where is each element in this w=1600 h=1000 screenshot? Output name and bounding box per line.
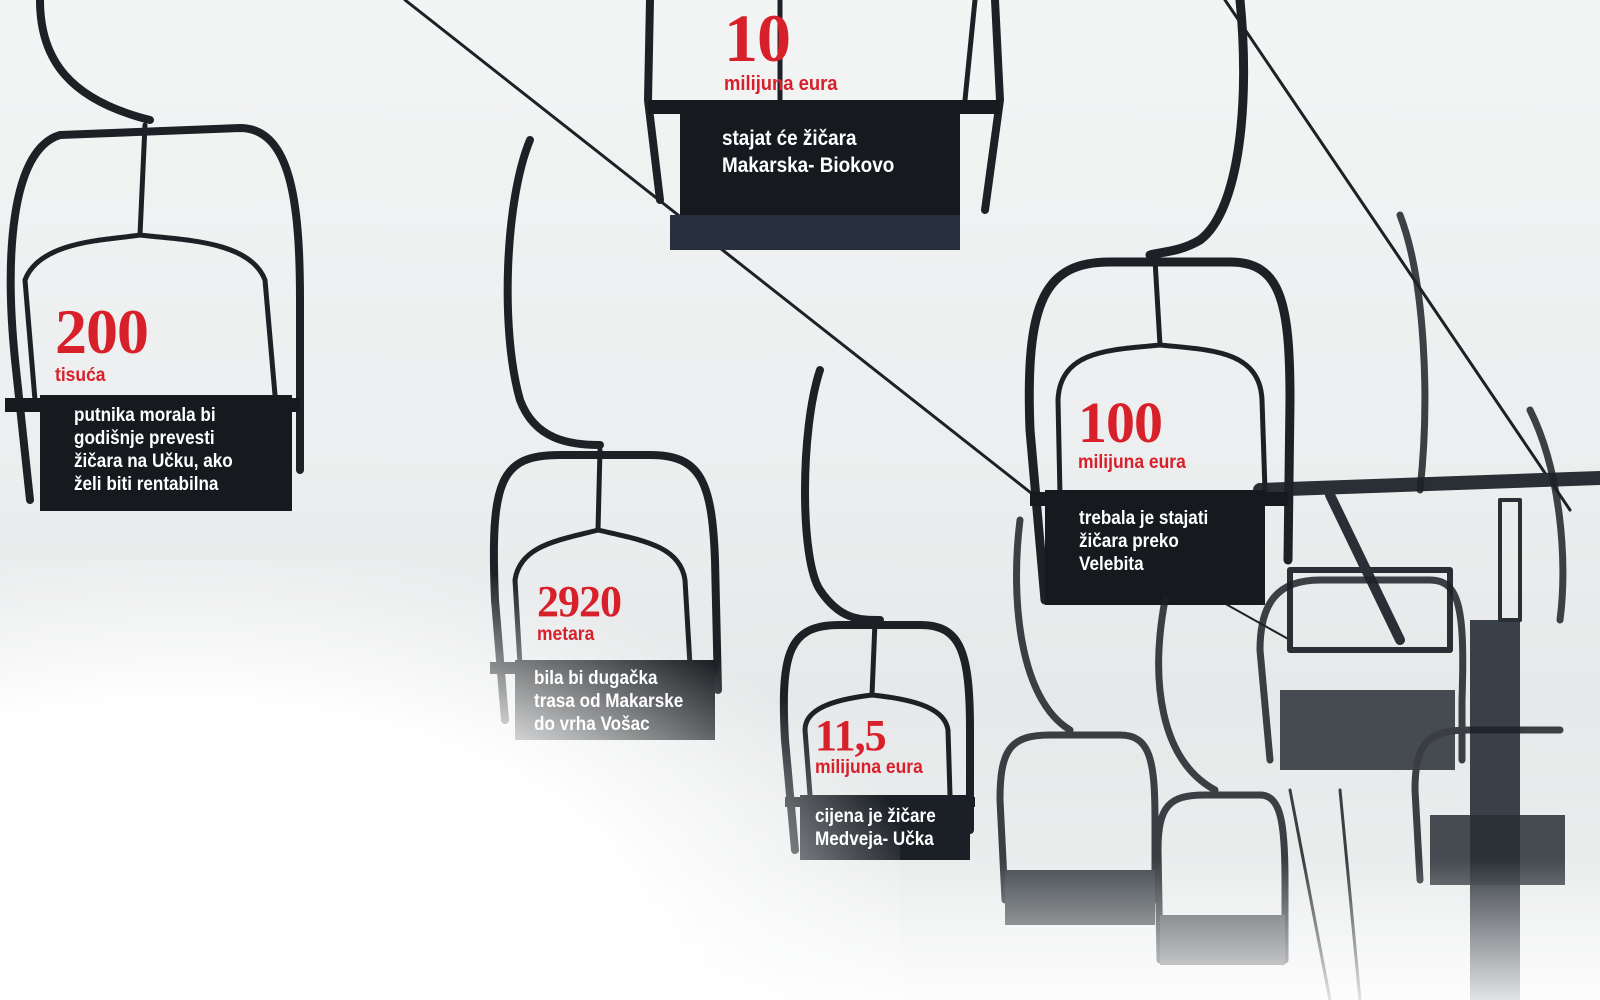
desc-line: žičara preko	[1079, 531, 1179, 552]
stat-number: 2920	[537, 577, 622, 626]
desc-line: cijena je žičare	[815, 806, 936, 827]
white-fade-bottom	[0, 860, 1600, 1000]
stat-number: 10	[724, 0, 791, 76]
stat-number: 100	[1078, 390, 1163, 455]
desc-line: stajat će žičara	[722, 127, 857, 150]
stat-passengers: 200 tisuća	[55, 296, 149, 386]
desc-line: putnika morala bi	[74, 405, 216, 426]
chair-100	[1024, 0, 1295, 605]
stat-unit: milijuna eura	[1078, 452, 1186, 473]
desc-line: trebala je stajati	[1079, 508, 1209, 529]
chair-10	[644, 0, 1004, 250]
stat-number: 200	[55, 296, 149, 367]
stat-route-length: 2920 metara	[537, 577, 622, 645]
desc-line: Velebita	[1079, 554, 1144, 575]
stat-description: cijena je žičare Medveja- Učka	[815, 805, 936, 851]
stat-unit: metara	[537, 624, 595, 645]
stat-description: trebala je stajati žičara preko Velebita	[1079, 507, 1208, 576]
desc-line: bila bi dugačka	[534, 668, 658, 689]
lift-tower	[1253, 471, 1600, 1000]
stat-unit: tisuća	[55, 365, 106, 386]
desc-line: do vrha Vošac	[534, 714, 650, 735]
stat-medveja-cost: 11,5 milijuna eura	[815, 711, 932, 778]
cable	[1223, 0, 1572, 512]
desc-line: godišnje prevesti	[74, 428, 215, 449]
stat-description: putnika morala bi godišnje prevesti žiča…	[74, 404, 233, 496]
desc-line: Makarska- Biokovo	[722, 154, 895, 177]
stat-number: 11,5	[815, 711, 887, 760]
stat-velebit-cost: 100 milijuna eura	[1078, 390, 1195, 473]
stat-description: bila bi dugačka trasa od Makarske do vrh…	[534, 667, 683, 736]
desc-line: želi biti rentabilna	[74, 474, 219, 495]
stat-unit: milijuna eura	[724, 73, 838, 95]
desc-line: trasa od Makarske	[534, 691, 684, 712]
stat-makarska-cost: 10 milijuna eura	[724, 4, 847, 94]
chair-200	[5, 0, 304, 511]
stat-unit: milijuna eura	[815, 757, 923, 778]
desc-line: Medveja- Učka	[815, 829, 934, 850]
desc-line: žičara na Učku, ako	[74, 451, 233, 472]
stat-description: stajat će žičara Makarska- Biokovo	[722, 125, 894, 179]
